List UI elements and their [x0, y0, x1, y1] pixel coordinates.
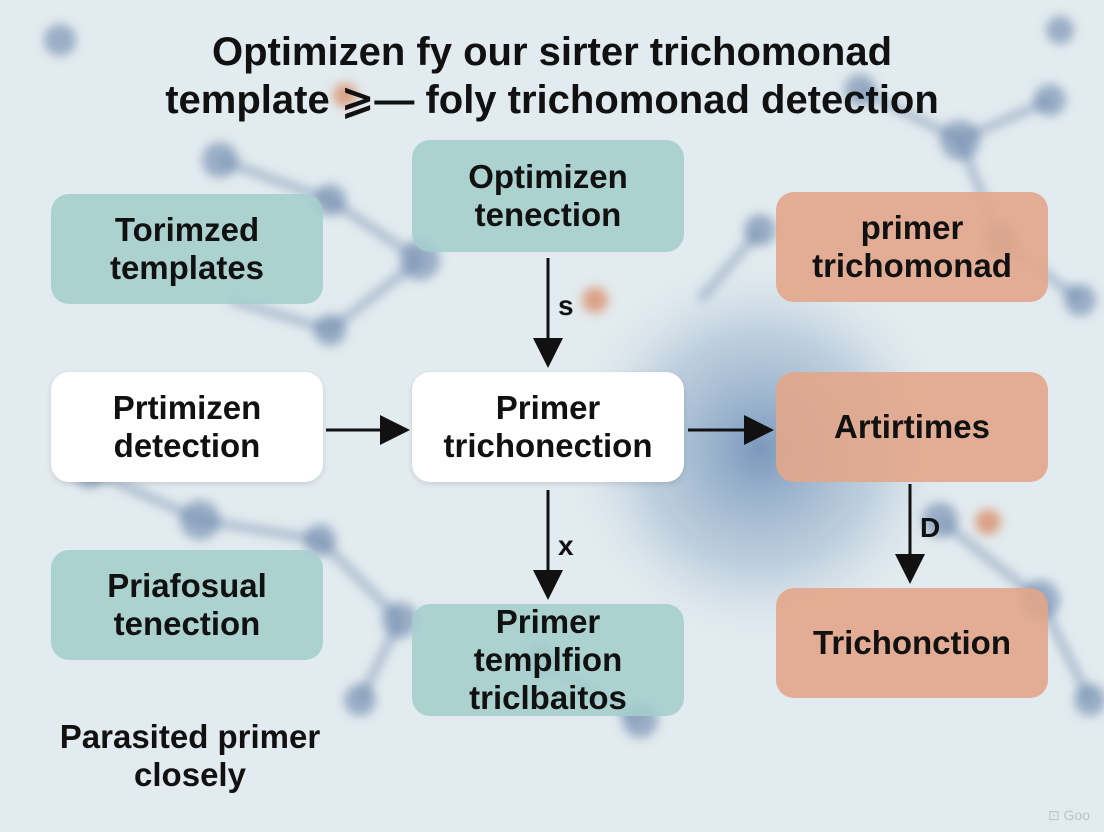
arrow-label-s: s — [558, 290, 574, 321]
free-text-parasited: Parasited primer closely — [59, 718, 321, 793]
node-primer-trichonection: Primer trichonection — [412, 372, 684, 482]
node-optimizen-tenection: Optimizen tenection — [412, 140, 684, 252]
node-artirtimes: Artirtimes — [776, 372, 1048, 482]
arrow-label-x: x — [558, 530, 574, 561]
diagram-title-line2: template ⩾— foly trichomonad detection — [165, 78, 939, 122]
node-primer-trichomonad: primer trichomonad — [776, 192, 1048, 302]
node-trichonction: Trichonction — [776, 588, 1048, 698]
node-prtimizen-detection: Prtimizen detection — [51, 372, 323, 482]
diagram-title-line1: Optimizen fy our sirter trichomonad — [211, 30, 893, 74]
arrow-label-d: D — [920, 512, 941, 543]
node-torimzed-templates: Torimzed templates — [51, 194, 323, 304]
node-primer-templfion: Primer templfion triclbaitos — [412, 603, 684, 716]
watermark: ⊡ Goo — [1047, 807, 1090, 823]
node-priafosual-tenection: Priafosual tenection — [51, 550, 323, 660]
